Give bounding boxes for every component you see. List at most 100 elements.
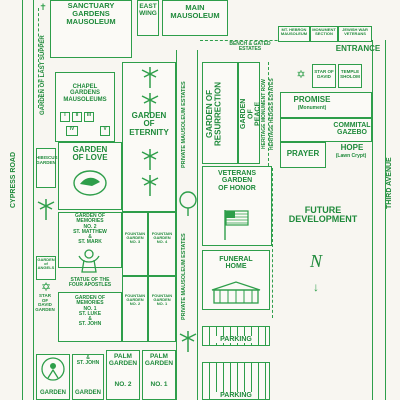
heritage-hedges-label: HERITAGE HEDGES ESTATES <box>269 78 275 150</box>
star-of-david-garden-label: STAR OF DAVID GARDEN <box>35 293 55 313</box>
tree-icon <box>179 191 197 216</box>
garden-of-peace-label: GARDEN OF PEACE <box>240 98 262 130</box>
star-of-david-icon: ✡ <box>296 69 306 81</box>
garden-of-peace-block[interactable] <box>238 62 260 164</box>
fountain-garden-1-label: FOUNTAIN GARDEN NO. 1 <box>151 293 173 307</box>
palm-tree-icon <box>141 175 159 196</box>
garden-of-love-label: GARDEN OF LOVE <box>72 145 108 163</box>
monument-section-block[interactable] <box>310 26 338 42</box>
palm-garden-2-label: PALM GARDEN <box>108 353 138 367</box>
fountain-garden-4-label: FOUNTAIN GARDEN NO. 4 <box>151 231 173 245</box>
palm-garden-1-label: PALM GARDEN <box>144 353 174 367</box>
prayer-block[interactable] <box>280 142 326 168</box>
garden-of-love-block[interactable] <box>58 142 122 210</box>
parking-2-label: PARKING <box>216 392 256 400</box>
temple-sholom-label: TEMPLE SHOLOM <box>340 69 360 79</box>
east-wing-label: EAST WING <box>139 3 157 17</box>
heritage-monument-row-label: HERITAGE MONUMENT ROW <box>261 79 267 149</box>
palm-tree-icon <box>141 93 159 114</box>
four-apostles-label: STATUE OF THE FOUR APOSTLES <box>68 277 112 289</box>
palm-garden-1-block[interactable] <box>142 350 176 400</box>
mt-hebron-label: MT. HEBRON MAUSOLEUM <box>280 27 308 37</box>
bench-gated-label: BENCH & GATED ESTATES <box>229 41 271 53</box>
garden-of-eternity-block[interactable] <box>122 62 176 212</box>
star-of-david-icon: ✡ <box>40 280 52 294</box>
dove-icon <box>73 170 107 196</box>
promise-label: PROMISE <box>293 95 331 104</box>
promise-block[interactable] <box>280 92 372 118</box>
hibiscus-garden-block[interactable] <box>36 148 56 188</box>
chapel-unit-1-label: I <box>64 112 66 118</box>
garden-of-angels-label: GARDEN of ANGELS <box>37 257 55 271</box>
garden-of-memories-1-block[interactable] <box>58 292 122 342</box>
garden-of-memories-2-block[interactable] <box>58 212 122 268</box>
garden-of-eternity-label: GARDEN OF ETERNITY <box>129 111 169 137</box>
star-of-david-top-label: STAR OF DAVID <box>314 69 334 79</box>
veterans-garden-label: VETERANS GARDEN OF HONOR <box>217 170 257 192</box>
mt-hebron-block[interactable] <box>278 26 310 42</box>
palm-tree-icon <box>179 331 197 352</box>
parking-1-label: PARKING <box>216 336 256 344</box>
hibiscus-garden-label: HIBISCUS GARDEN <box>36 155 58 165</box>
jewish-war-veterans-block[interactable] <box>338 26 372 42</box>
cypress-road <box>22 0 34 400</box>
main-mausoleum-label: MAIN MAUSOLEUM <box>170 3 220 20</box>
st-john-label: & ST. JOHN <box>76 355 100 367</box>
garden-of-resurrection-block[interactable] <box>202 62 238 164</box>
cypress-road-label: CYPRESS ROAD <box>10 152 17 209</box>
promise-sub-label: (Monument) <box>297 105 327 111</box>
garden-bottom-left-1[interactable] <box>36 354 70 400</box>
palm-garden-2-no: NO. 2 <box>114 381 132 388</box>
hope-sub-label: (Lawn Crypt) <box>335 153 367 159</box>
garden-last-supper-label: GARDEN OF LAST SUPPER <box>40 35 46 115</box>
jesus-statue-icon <box>41 357 65 381</box>
chapel-unit-2[interactable] <box>72 112 82 122</box>
east-wing-block[interactable] <box>137 0 159 36</box>
sanctuary-gardens-label: SANCTUARY GARDENS MAUSOLEUM <box>66 1 116 26</box>
garden-of-memories-1-label: GARDEN OF MEMORIES NO. 1 ST. LUKE & ST. … <box>75 295 105 328</box>
third-avenue-label: THIRD AVENUE <box>386 157 393 209</box>
cross-icon: ✝ <box>39 2 47 12</box>
fountain-garden-1-block[interactable] <box>148 276 176 342</box>
chapel-unit-3[interactable] <box>84 112 94 122</box>
chapel-unit-5[interactable] <box>100 126 110 136</box>
garden-bottom-left-1-label: GARDEN <box>39 390 66 396</box>
monument-section-label: MONUMENT SECTION <box>312 27 336 37</box>
prayer-label: PRAYER <box>286 149 320 158</box>
fountain-garden-3-block[interactable] <box>122 212 148 276</box>
star-of-david-top-block[interactable] <box>312 64 336 88</box>
main-mausoleum-block[interactable] <box>162 0 228 36</box>
commital-gazebo-block[interactable] <box>280 118 372 142</box>
garden-of-resurrection-label: GARDEN OF RESURRECTION <box>205 82 223 147</box>
north-letter: N <box>309 251 322 271</box>
private-mausoleum-estates-bottom-label: PRIVATE MAUSOLEUM ESTATES <box>181 233 187 321</box>
palm-garden-1-no: NO. 1 <box>150 381 168 388</box>
fountain-garden-4-block[interactable] <box>148 212 176 276</box>
jewish-war-veterans-label: JEWISH WAR VETERANS <box>342 27 368 37</box>
palm-garden-2-block[interactable] <box>106 350 140 400</box>
veterans-garden-block[interactable] <box>202 166 272 246</box>
fountain-garden-2-label: FOUNTAIN GARDEN NO. 2 <box>124 293 146 307</box>
garden-of-angels-block[interactable] <box>36 256 56 280</box>
chapel-gardens-label: CHAPEL GARDENS MAUSOLEUMS <box>63 84 107 103</box>
fountain-garden-2-block[interactable] <box>122 276 148 342</box>
chapel-unit-4[interactable] <box>66 126 78 136</box>
private-mausoleum-estates-top-label: PRIVATE MAUSOLEUM ESTATES <box>181 81 187 169</box>
temple-sholom-block[interactable] <box>338 64 362 88</box>
palm-tree-icon <box>141 67 159 88</box>
private-mausoleum-road <box>176 50 198 400</box>
entrance-label: ENTRANCE <box>335 44 381 53</box>
garden-bottom-left-2-label: GARDEN <box>74 390 101 396</box>
palm-tree-icon <box>37 199 55 220</box>
palm-tree-icon <box>141 149 159 170</box>
chapel-unit-5-label: V <box>103 126 107 132</box>
third-avenue-road <box>372 40 386 400</box>
commital-gazebo-label: COMMITAL GAZEBO <box>333 122 371 137</box>
future-development-label: FUTURE DEVELOPMENT <box>288 205 358 225</box>
heritage-dash <box>268 62 269 166</box>
fountain-garden-3-label: FOUNTAIN GARDEN NO. 3 <box>124 231 146 245</box>
sanctuary-gardens-mausoleum-block[interactable] <box>50 0 132 58</box>
chapel-unit-1[interactable] <box>60 112 70 122</box>
funeral-home-label: FUNERAL HOME <box>219 256 253 271</box>
